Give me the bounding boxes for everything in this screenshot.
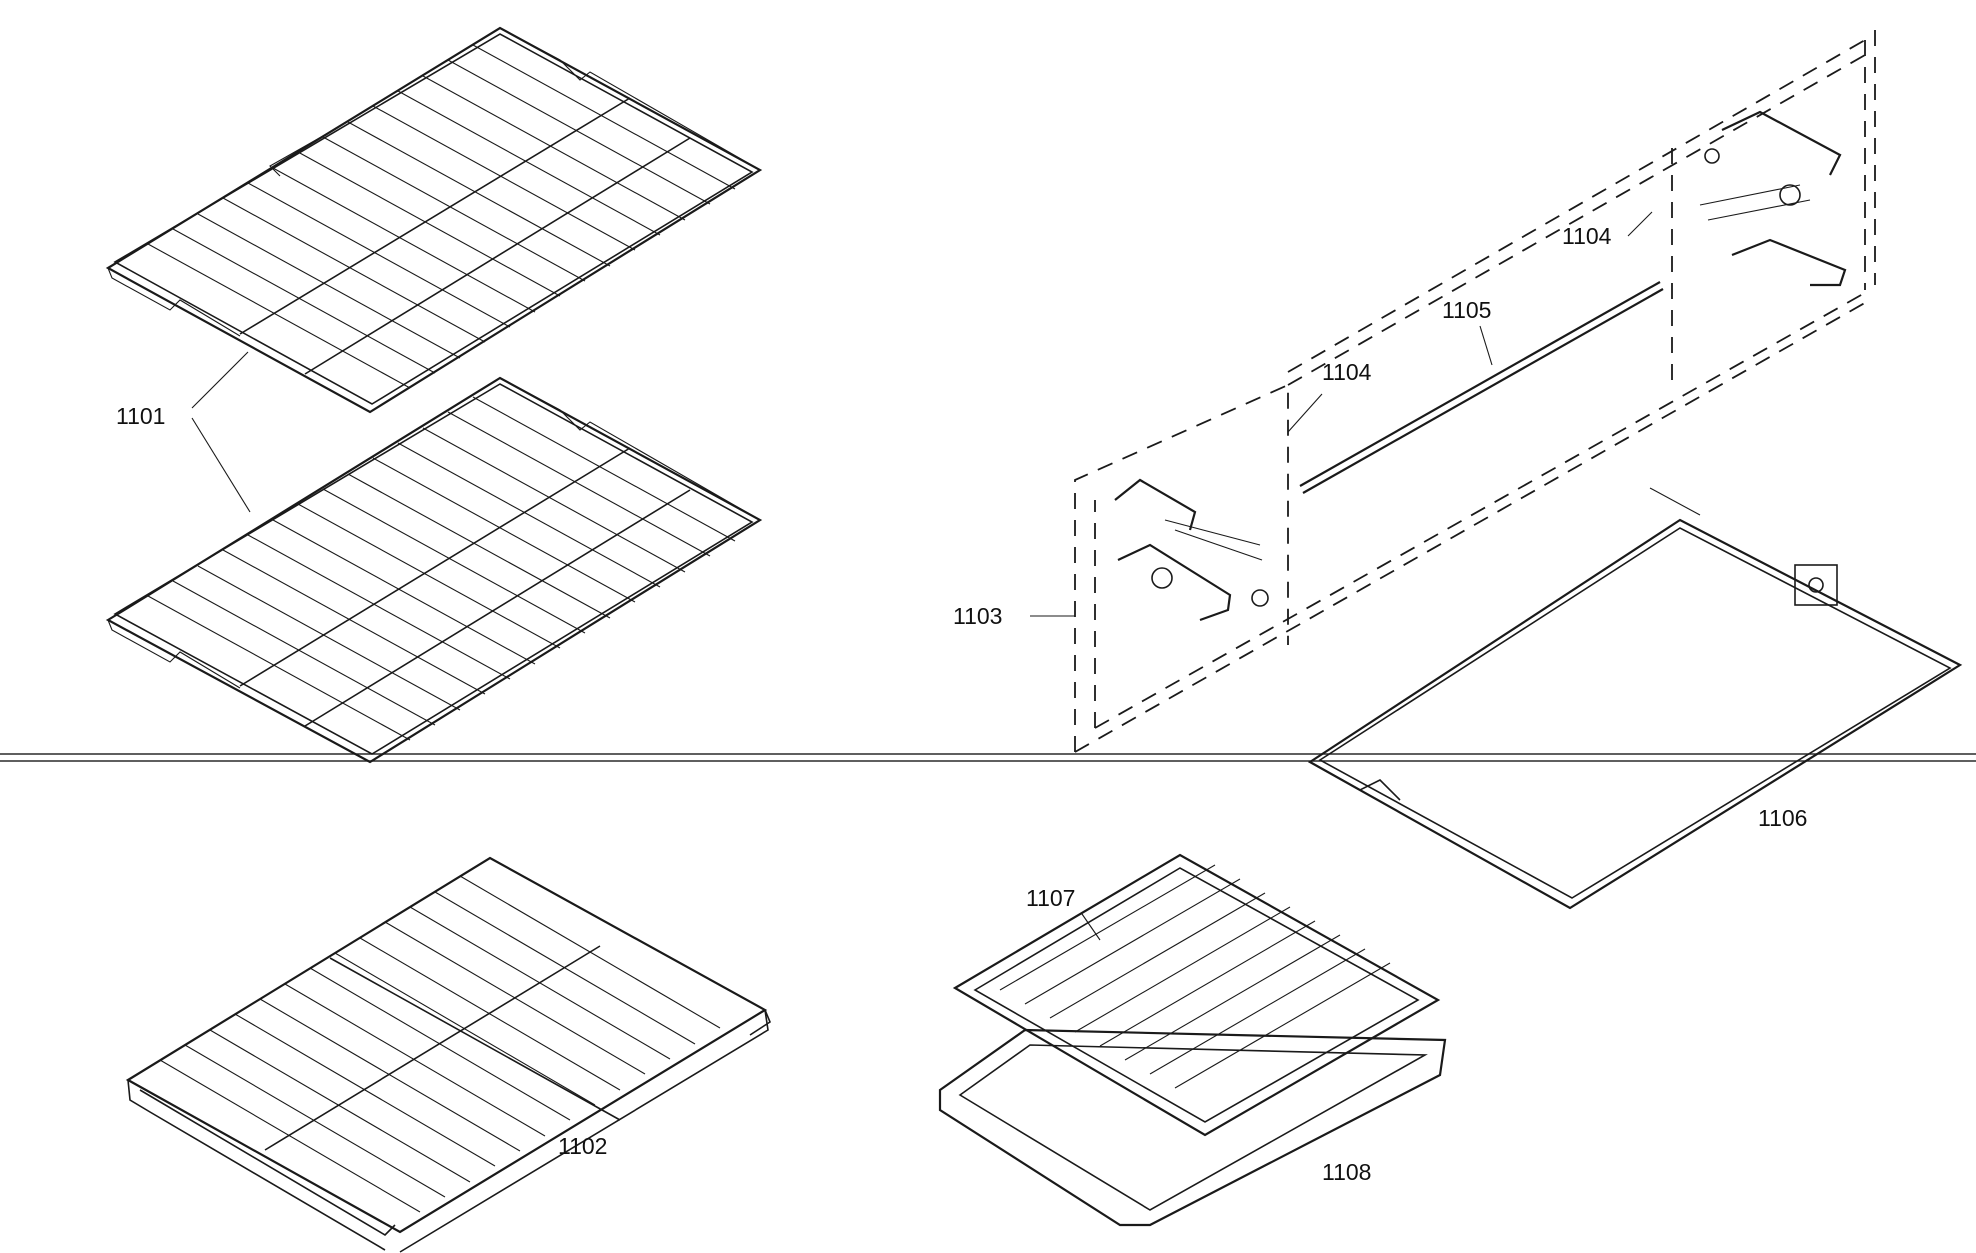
oven-rack-1101-upper xyxy=(105,26,763,414)
rotisserie-fork-upper xyxy=(1699,110,1847,287)
label-1101: 1101 xyxy=(116,403,165,429)
oven-rack-1101-lower xyxy=(105,376,763,764)
label-1106: 1106 xyxy=(1758,805,1807,831)
broiler-pan-1108: 1108 xyxy=(938,1028,1447,1227)
rotisserie-assembly-box xyxy=(1074,30,1876,753)
rotisserie-frame-1106: 1106 xyxy=(1307,487,1963,910)
telescopic-rack-1102: 1102 xyxy=(125,856,771,1253)
label-1101-group: 1101 xyxy=(116,351,251,513)
label-1104-lower: 1104 xyxy=(1322,359,1372,385)
label-1108: 1108 xyxy=(1322,1159,1371,1185)
rotisserie-spit-1105: 1105 xyxy=(1299,281,1664,494)
label-1105: 1105 xyxy=(1442,297,1491,323)
label-1104-upper: 1104 xyxy=(1562,223,1612,249)
label-1103: 1103 xyxy=(953,603,1002,629)
grill-grid-1107: 1107 xyxy=(952,853,1441,1137)
label-1102: 1102 xyxy=(558,1133,607,1159)
rotisserie-fork-lower xyxy=(1114,478,1269,622)
section-divider xyxy=(0,753,1976,762)
label-1107: 1107 xyxy=(1026,885,1075,911)
